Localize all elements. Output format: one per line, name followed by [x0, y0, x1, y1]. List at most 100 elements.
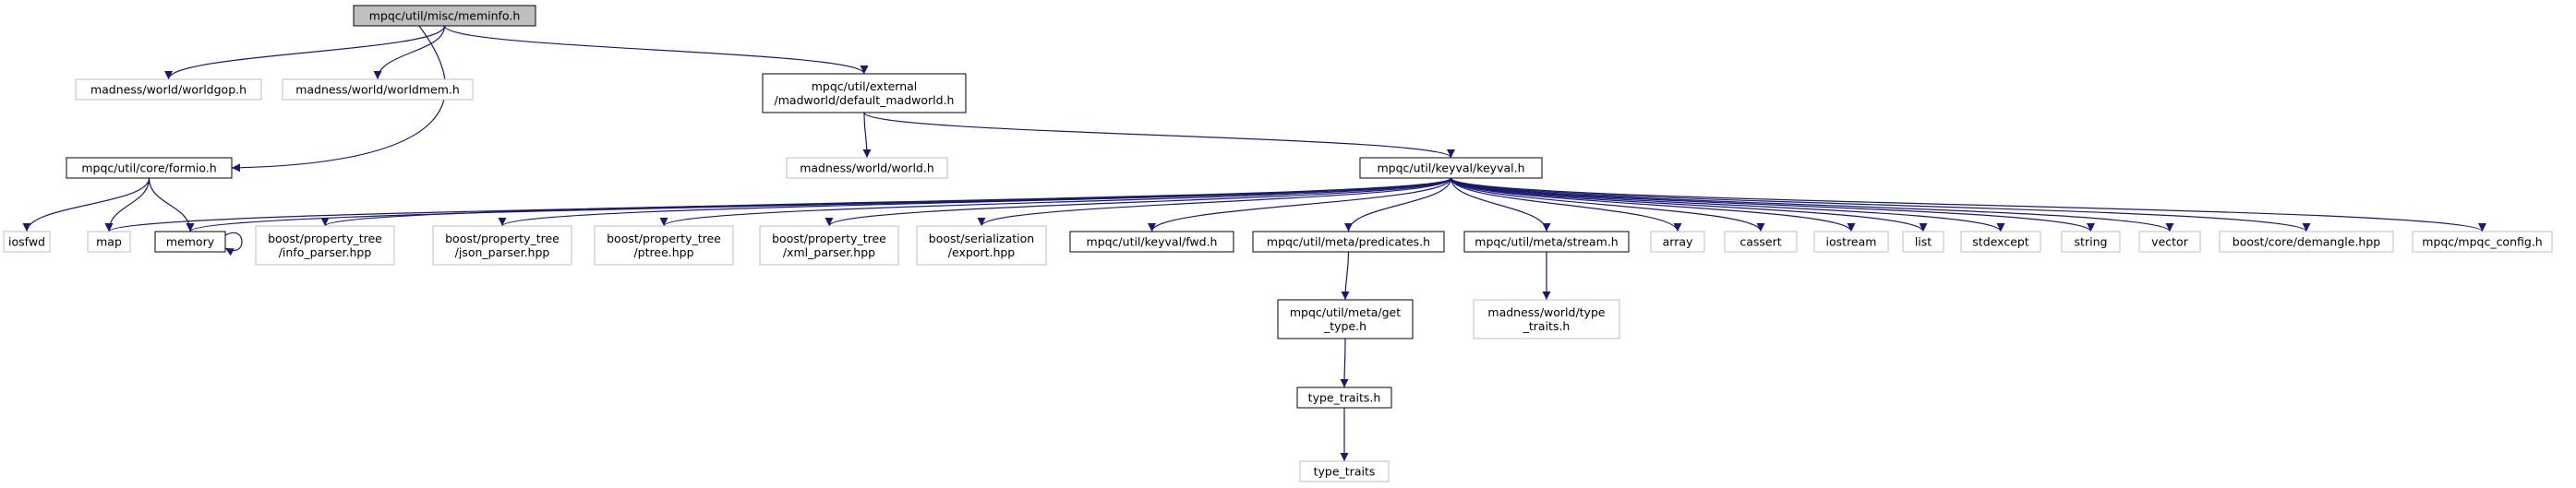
- node-fwd[interactable]: mpqc/util/keyval/fwd.h: [1069, 231, 1234, 253]
- node-stdexcept: stdexcept: [1960, 231, 2041, 253]
- node-label: boost/property_tree: [445, 232, 560, 245]
- edge-formio-to-map: [104, 177, 150, 232]
- edge-keyval-to-serialization: [977, 177, 1452, 227]
- node-ptree: boost/property_tree/ptree.hpp: [594, 225, 734, 266]
- edge-default_madworld-to-keyval: [863, 112, 1455, 159]
- edge-meminfo-to-worldmem: [373, 25, 446, 80]
- node-label: type_traits: [1314, 465, 1376, 479]
- edge-default_madworld-to-world: [862, 112, 872, 159]
- node-label: mpqc/util/keyval/keyval.h: [1377, 161, 1524, 175]
- node-box: [1473, 299, 1620, 339]
- edge-keyval-to-stdexcept: [1450, 177, 2005, 232]
- node-box: [87, 231, 131, 253]
- edge-keyval-to-fwd: [1148, 177, 1452, 232]
- node-label: _type.h: [1323, 319, 1366, 333]
- node-label: mpqc/util/core/formio.h: [81, 161, 216, 175]
- node-label: string: [2075, 235, 2108, 249]
- node-label: mpqc/util/meta/get: [1290, 305, 1401, 319]
- node-box: [282, 78, 474, 101]
- node-keyval[interactable]: mpqc/util/keyval/keyval.h: [1359, 157, 1543, 179]
- edge-get_type-to-type_traits_mpqc: [1340, 338, 1349, 388]
- node-box: [1902, 231, 1944, 253]
- node-get_type[interactable]: mpqc/util/meta/get_type.h: [1277, 299, 1414, 339]
- edge-predicates-to-get_type: [1341, 251, 1350, 301]
- node-demangle: boost/core/demangle.hpp: [2219, 231, 2394, 253]
- node-label: cassert: [1739, 235, 1781, 249]
- node-box: [1252, 231, 1445, 253]
- node-box: [1463, 231, 1630, 253]
- edge-keyval-to-cassert: [1450, 177, 1765, 232]
- node-iostream: iostream: [1813, 231, 1889, 253]
- node-box: [786, 157, 948, 179]
- node-label: mpqc/util/meta/stream.h: [1475, 235, 1618, 249]
- node-label: mpqc/util/keyval/fwd.h: [1087, 235, 1218, 249]
- node-label: type_traits.h: [1308, 391, 1381, 405]
- edge-keyval-to-xml_parser: [825, 177, 1452, 227]
- edge-meminfo-to-formio: [231, 25, 447, 173]
- node-box: [594, 225, 734, 266]
- node-type_traits_mpqc[interactable]: type_traits.h: [1296, 387, 1392, 409]
- node-label: memory: [166, 235, 215, 249]
- edge-keyval-to-json_parser: [498, 177, 1452, 227]
- node-memory[interactable]: memory: [154, 231, 226, 253]
- node-label: map: [96, 235, 122, 249]
- node-label: boost/property_tree: [607, 232, 721, 245]
- node-box: [75, 78, 262, 101]
- node-box: [1359, 157, 1543, 179]
- node-map: map: [87, 231, 131, 253]
- edge-keyval-to-stream: [1450, 177, 1551, 232]
- node-iosfwd: iosfwd: [3, 231, 51, 253]
- node-label: madness/world/type: [1487, 305, 1605, 319]
- node-box: [255, 225, 395, 266]
- node-predicates[interactable]: mpqc/util/meta/predicates.h: [1252, 231, 1445, 253]
- node-default_madworld[interactable]: mpqc/util/external/madworld/default_madw…: [762, 73, 967, 113]
- node-label: madness/world/worldmem.h: [295, 83, 460, 97]
- node-vector: vector: [2138, 231, 2201, 253]
- node-box: [2412, 231, 2553, 253]
- edge-keyval-to-predicates: [1344, 177, 1452, 232]
- node-xml_parser: boost/property_tree/xml_parser.hpp: [759, 225, 899, 266]
- node-serialization: boost/serialization/export.hpp: [916, 225, 1047, 266]
- node-label: boost/core/demangle.hpp: [2233, 235, 2380, 249]
- edge-meminfo-to-default_madworld: [443, 25, 869, 75]
- node-stream[interactable]: mpqc/util/meta/stream.h: [1463, 231, 1630, 253]
- node-box: [2219, 231, 2394, 253]
- node-label: stdexcept: [1972, 235, 2028, 249]
- node-box: [1296, 387, 1392, 409]
- node-label: mpqc/util/meta/predicates.h: [1267, 235, 1430, 249]
- node-label: iosfwd: [8, 235, 45, 249]
- node-worldmem: madness/world/worldmem.h: [282, 78, 474, 101]
- node-label: boost/property_tree: [268, 232, 382, 245]
- node-label: /xml_parser.hpp: [783, 245, 875, 259]
- node-label: iostream: [1826, 235, 1877, 249]
- node-label: madness/world/worldgop.h: [90, 83, 247, 97]
- node-string: string: [2061, 231, 2121, 253]
- node-box: [353, 5, 536, 27]
- node-mpqc_config: mpqc/mpqc_config.h: [2412, 231, 2553, 253]
- edge-keyval-to-list: [1450, 177, 1928, 232]
- node-label: /madworld/default_madworld.h: [775, 93, 955, 107]
- node-worldgop: madness/world/worldgop.h: [75, 78, 262, 101]
- node-box: [1724, 231, 1798, 253]
- node-type_traits: type_traits: [1299, 460, 1390, 482]
- node-box: [1650, 231, 1705, 253]
- node-label: _traits.h: [1523, 319, 1571, 333]
- node-label: boost/serialization: [929, 232, 1034, 245]
- node-world: madness/world/world.h: [786, 157, 948, 179]
- node-meminfo[interactable]: mpqc/util/misc/meminfo.h: [353, 5, 536, 27]
- node-label: madness/world/world.h: [800, 161, 934, 175]
- edge-memory-to-memory: [224, 232, 243, 256]
- node-type_traits_h: madness/world/type_traits.h: [1473, 299, 1620, 339]
- node-cassert: cassert: [1724, 231, 1798, 253]
- edge-keyval-to-ptree: [659, 177, 1452, 227]
- node-formio[interactable]: mpqc/util/core/formio.h: [66, 157, 233, 179]
- node-label: mpqc/util/misc/meminfo.h: [369, 9, 521, 23]
- node-label: /info_parser.hpp: [279, 245, 372, 259]
- node-box: [2138, 231, 2201, 253]
- node-box: [66, 157, 233, 179]
- node-box: [762, 73, 967, 113]
- edge-keyval-to-string: [1450, 177, 2095, 232]
- node-label: array: [1663, 235, 1693, 249]
- node-box: [432, 225, 572, 266]
- node-label: mpqc/util/external: [812, 79, 918, 93]
